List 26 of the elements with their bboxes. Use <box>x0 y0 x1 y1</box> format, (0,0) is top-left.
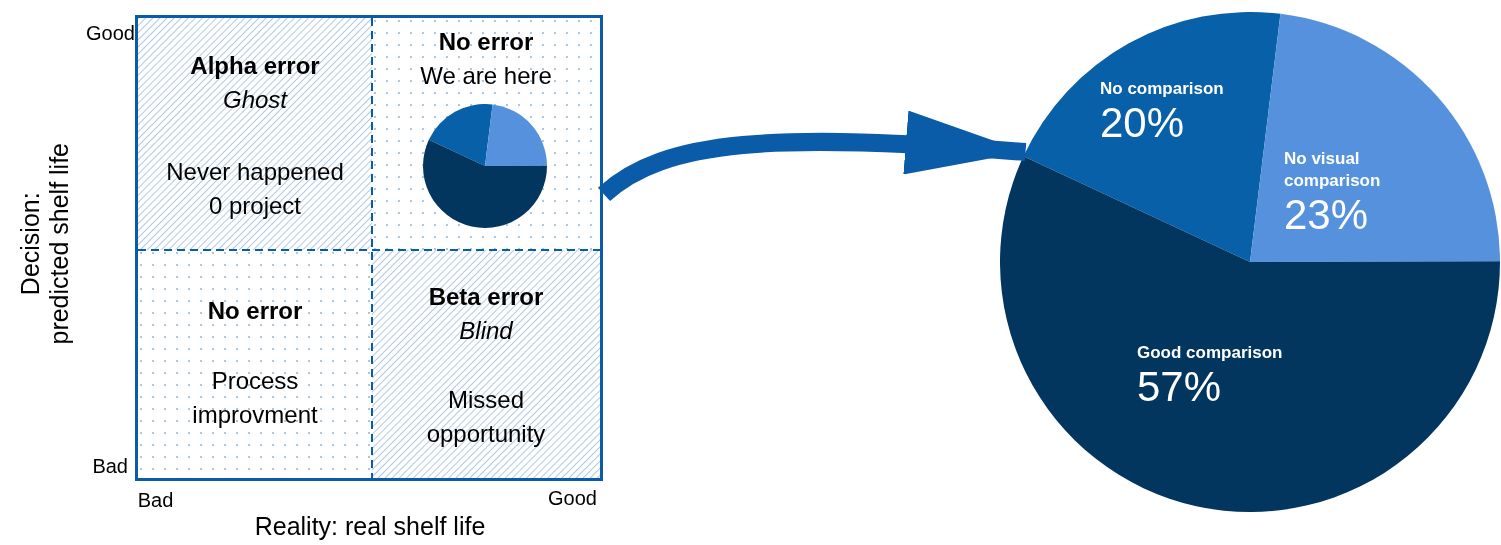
quadrant-text: Never happened 0 project <box>165 157 345 221</box>
quadrant-panel <box>138 18 372 250</box>
percent-label: 57% <box>1137 364 1222 410</box>
quadrant-title: No error <box>437 27 535 57</box>
quadrant-text: Process improvment <box>191 366 319 430</box>
percent-label: 23% <box>1284 192 1369 238</box>
quadrant-text: Blind <box>458 316 514 346</box>
axis-label: Good <box>548 487 597 510</box>
axis-label: Good <box>86 22 135 45</box>
quadrant-title: Beta error <box>427 282 545 312</box>
axis-label: Bad <box>137 489 174 512</box>
quadrant-title: Alpha error <box>189 51 321 81</box>
quadrant-text: Ghost <box>222 85 289 115</box>
quadrant-text: Missed opportunity <box>425 385 547 449</box>
slice-label: No comparison <box>1100 78 1225 100</box>
axis-label: Bad <box>92 455 128 478</box>
slice-label: No visual comparison <box>1284 148 1382 192</box>
curved-arrow <box>598 111 1027 202</box>
axis-title: Decision: predicted shelf life <box>16 143 74 345</box>
pie-chart-drawing <box>423 104 547 228</box>
quadrant-title: No error <box>206 296 304 326</box>
quadrant-text: We are here <box>419 61 553 91</box>
quadrant-panel <box>372 250 600 478</box>
percent-label: 20% <box>1100 100 1185 146</box>
slice-label: Good comparison <box>1137 342 1284 364</box>
axis-title: Reality: real shelf life <box>254 512 486 541</box>
